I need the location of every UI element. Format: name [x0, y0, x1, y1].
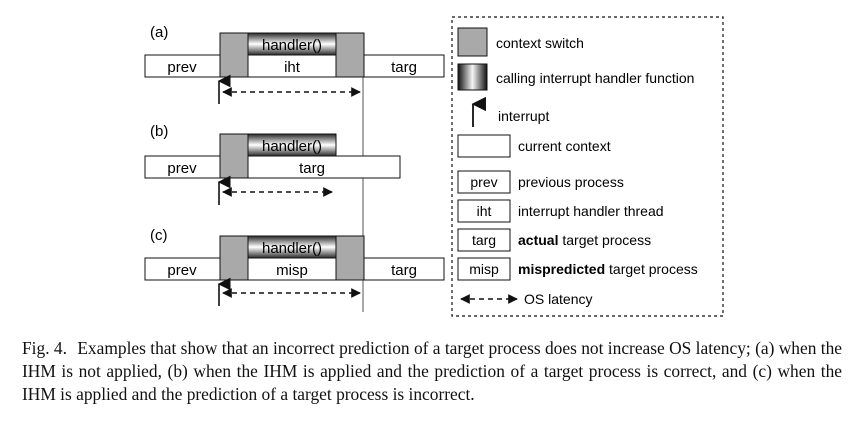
context-switch-block — [219, 235, 249, 281]
legend-misp-label: misp — [469, 261, 499, 277]
prev-label: prev — [167, 160, 197, 177]
targ-segment — [363, 257, 445, 281]
legend-context-switch-text: context switch — [496, 35, 584, 51]
figure-caption: Fig. 4. Examples that show that an incor… — [22, 337, 842, 406]
right-label: targ — [391, 59, 417, 76]
legend-targ-box — [457, 228, 511, 252]
handler-label: handler() — [262, 240, 322, 257]
legend-current-context-swatch — [457, 134, 511, 158]
legend-current-context-text: current context — [518, 138, 611, 154]
handler-label: handler() — [262, 138, 322, 155]
panel-a: (a) prev handler() iht targ — [144, 24, 445, 104]
legend-prev-label: prev — [470, 174, 497, 190]
legend-os-latency-text: OS latency — [524, 291, 592, 307]
legend-iht-box — [457, 199, 511, 223]
context-switch-block — [335, 235, 365, 281]
legend: context switch calling interrupt handler… — [451, 16, 724, 317]
right-label: targ — [391, 262, 417, 279]
panel-label: (b) — [150, 123, 168, 140]
legend-prev-box — [457, 170, 511, 194]
legend-prev-desc: previous process — [518, 174, 624, 190]
legend-handler-swatch — [457, 63, 488, 91]
panel-c: (c) prev handler() misp targ — [144, 227, 445, 306]
legend-handler-text: calling interrupt handler function — [496, 70, 694, 86]
legend-interrupt-text: interrupt — [498, 108, 549, 124]
context-switch-block — [219, 32, 249, 78]
legend-iht-desc: interrupt handler thread — [518, 203, 664, 219]
targ-segment — [247, 155, 401, 179]
legend-misp-desc: mispredicted target process — [518, 261, 698, 277]
middle-label: iht — [284, 59, 301, 76]
legend-context-switch-swatch — [457, 27, 488, 57]
legend-misp-box — [457, 257, 511, 281]
prev-label: prev — [167, 262, 197, 279]
context-switch-block — [335, 32, 365, 78]
figure-number: Fig. 4. — [22, 338, 67, 358]
context-switch-block — [219, 133, 249, 179]
legend-targ-desc: actual target process — [518, 232, 651, 248]
caption-text: Examples that show that an incorrect pre… — [22, 338, 842, 404]
middle-label: misp — [276, 262, 308, 279]
panel-label: (a) — [150, 24, 168, 41]
legend-iht-label: iht — [477, 203, 492, 219]
timeline-diagram: (a) prev handler() iht targ (b) prev han… — [144, 16, 724, 317]
legend-frame — [451, 16, 724, 317]
targ-segment — [363, 54, 445, 78]
panel-b: (b) prev handler() targ — [144, 123, 401, 205]
middle-label: targ — [299, 160, 325, 177]
prev-label: prev — [167, 59, 197, 76]
legend-targ-label: targ — [472, 232, 496, 248]
panel-label: (c) — [150, 227, 168, 244]
handler-label: handler() — [262, 37, 322, 54]
